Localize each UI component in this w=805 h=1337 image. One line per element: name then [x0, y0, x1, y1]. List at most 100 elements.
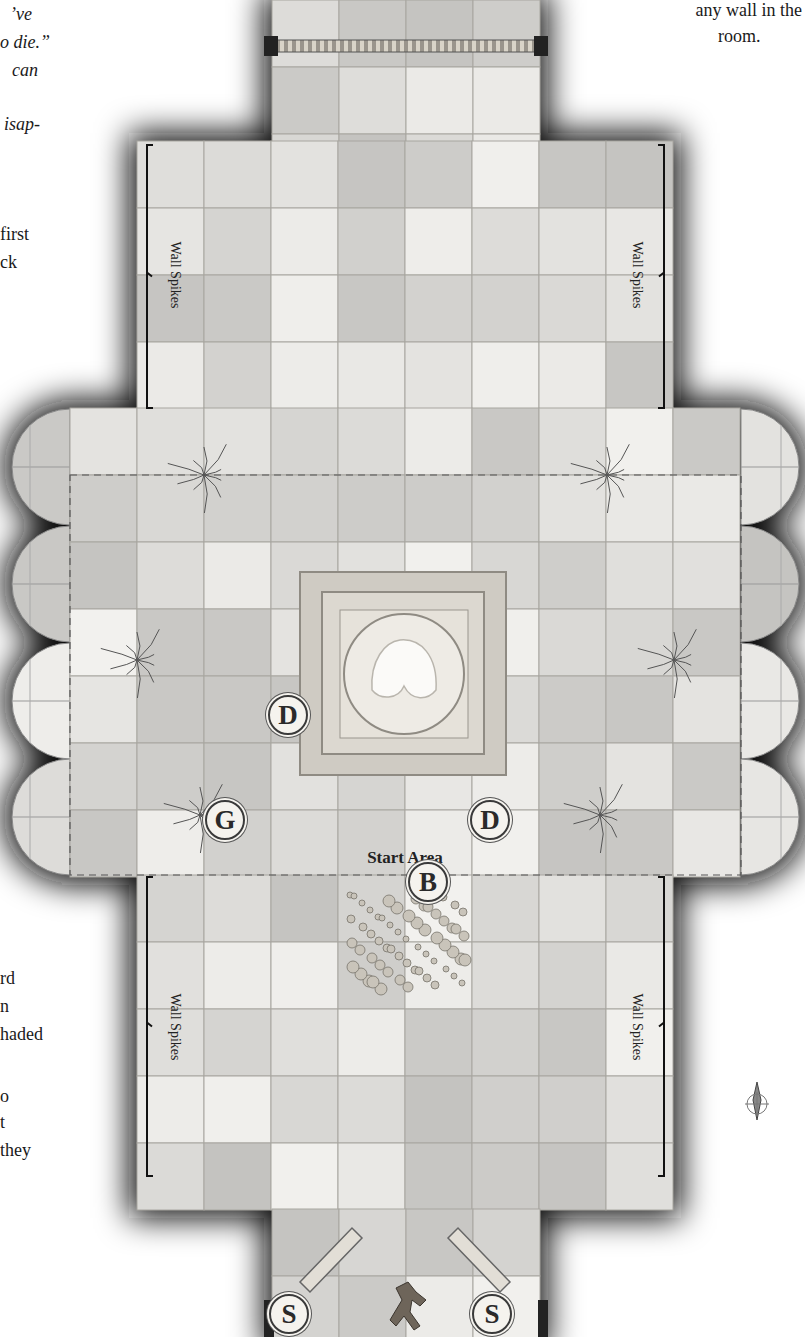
- statue: [372, 640, 436, 698]
- map-detail: [606, 475, 673, 542]
- marker-letter: S: [281, 1301, 296, 1328]
- map-detail: [472, 475, 539, 542]
- map-detail: [607, 475, 624, 497]
- map-detail: [204, 542, 271, 609]
- map-detail: [137, 660, 140, 698]
- map-detail: [355, 945, 365, 955]
- map-detail: [338, 141, 405, 208]
- page-text: can: [12, 60, 38, 81]
- map-detail: [741, 817, 799, 818]
- map-detail: [200, 815, 203, 853]
- fallen-pillar: [300, 1228, 362, 1292]
- map-detail: [271, 408, 338, 475]
- map-detail: [431, 909, 441, 919]
- map-detail: [70, 475, 137, 542]
- map-detail: [264, 0, 548, 209]
- page-text: rd: [0, 968, 15, 989]
- map-detail: [137, 654, 154, 660]
- map-detail: [431, 932, 443, 944]
- map-detail: [451, 901, 459, 909]
- page-text: haded: [0, 1024, 43, 1045]
- map-detail: [173, 815, 200, 824]
- map-detail: [383, 895, 395, 907]
- map-detail: [271, 275, 338, 342]
- map-detail: [539, 342, 606, 409]
- map-detail: [338, 275, 405, 342]
- map-detail: [606, 743, 673, 810]
- map-detail: [383, 967, 393, 977]
- map-detail: [200, 787, 203, 815]
- map-detail: [272, 0, 339, 67]
- map-detail: [204, 447, 207, 475]
- map-detail: [423, 974, 431, 982]
- marker-letter: D: [480, 807, 500, 834]
- map-detail: [674, 654, 691, 660]
- map-detail: [472, 408, 539, 475]
- map-detail: [406, 0, 473, 67]
- map-detail: [472, 875, 539, 942]
- map-detail: [539, 408, 606, 475]
- wall-spikes-label: Wall Spikes: [167, 994, 183, 1061]
- map-detail: [539, 875, 606, 942]
- map-detail: [405, 1009, 472, 1076]
- map-detail: [405, 475, 472, 542]
- spike-bracket: [658, 145, 664, 408]
- marker-circle: S: [472, 1294, 512, 1334]
- map-detail: [271, 810, 338, 877]
- map-detail: [204, 1009, 271, 1076]
- map-detail: [472, 342, 539, 409]
- map-detail: [12, 584, 70, 585]
- map-detail: [459, 954, 471, 966]
- map-detail: [351, 893, 357, 899]
- map-detail: [339, 1276, 406, 1337]
- map-detail: [405, 141, 472, 208]
- map-detail: [12, 467, 70, 468]
- map-detail: [539, 141, 606, 208]
- map-detail: [395, 952, 403, 960]
- fallen-pillar: [448, 1228, 510, 1292]
- map-detail: [573, 815, 600, 824]
- map-detail: [472, 942, 539, 1009]
- map-detail: [359, 923, 367, 931]
- map-detail: [439, 916, 449, 926]
- map-detail: [347, 915, 355, 923]
- map-detail: [741, 701, 799, 702]
- map-detail: [607, 469, 624, 475]
- map-detail: [193, 460, 204, 475]
- map-detail: [359, 900, 365, 906]
- map-detail: [472, 275, 539, 342]
- page-text: ck: [0, 252, 17, 273]
- marker-letter: B: [419, 869, 437, 896]
- map-detail: [674, 660, 677, 698]
- map-detail: [431, 958, 437, 964]
- map-detail: [300, 572, 506, 775]
- map-detail: [340, 610, 468, 738]
- map-detail: [204, 275, 271, 342]
- spike-bracket: [147, 877, 153, 1176]
- map-detail: [781, 659, 782, 743]
- map-detail: [204, 475, 221, 497]
- marker-letter: S: [484, 1301, 499, 1328]
- map-detail: [12, 759, 70, 875]
- map-detail: [405, 1076, 472, 1143]
- map-detail: [338, 408, 405, 475]
- map-detail: [539, 810, 606, 877]
- map-detail: [606, 408, 673, 475]
- page-text: o: [0, 1086, 9, 1107]
- spike-bracket: [658, 877, 664, 1176]
- map-detail: [403, 982, 413, 992]
- map-detail: [403, 959, 411, 967]
- map-detail: [606, 875, 673, 942]
- map-detail: [338, 942, 405, 1009]
- map-detail: [606, 609, 673, 676]
- map-detail: [472, 1143, 539, 1210]
- map-detail: [137, 629, 159, 660]
- map-detail: [70, 743, 137, 810]
- map-detail: [129, 133, 681, 417]
- map-detail: [137, 743, 204, 810]
- map-detail: [406, 67, 473, 134]
- map-detail: [600, 815, 617, 837]
- map-detail: [443, 966, 449, 972]
- map-detail: [596, 460, 607, 475]
